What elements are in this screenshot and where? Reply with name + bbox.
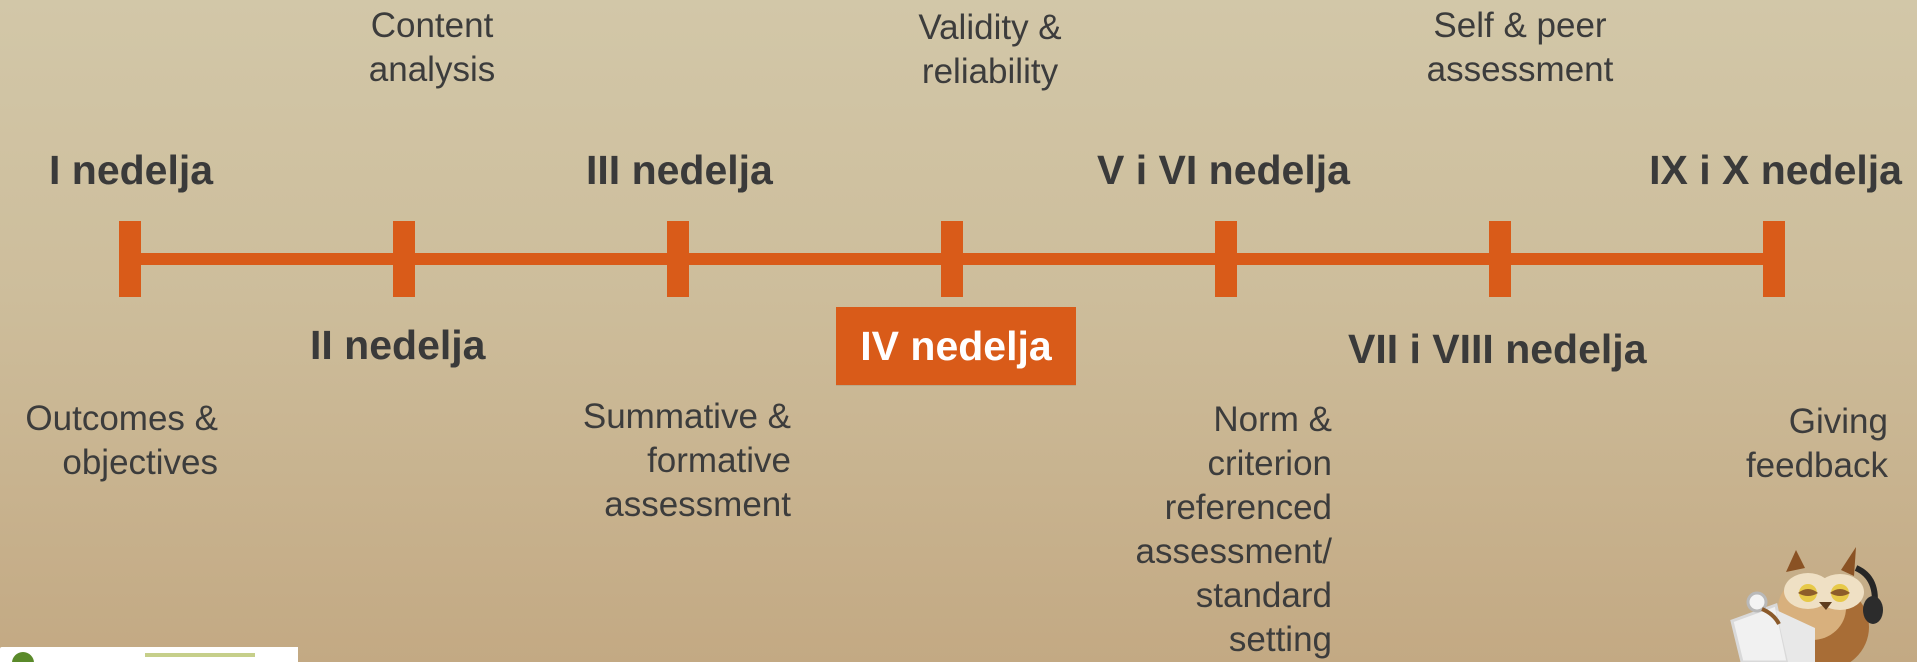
topic-self-peer-assessment: Self & peer assessment xyxy=(1426,6,1614,89)
week-3-label: III nedelja xyxy=(586,147,773,193)
topic-norm-criterion: Norm & criterion referenced assessment/ … xyxy=(1135,400,1332,659)
topic-giving-feedback: Giving feedback xyxy=(1745,402,1888,485)
week-9-10-label: IX i X nedelja xyxy=(1649,147,1902,193)
topic-content-analysis: Content analysis xyxy=(368,6,496,89)
week-2-label: II nedelja xyxy=(310,322,486,368)
timeline-tick-7 xyxy=(1763,221,1785,297)
topic-summative-formative: Summative & formative assessment xyxy=(582,397,791,524)
timeline-tick-5 xyxy=(1215,221,1237,297)
timeline-tick-6 xyxy=(1489,221,1511,297)
owl-with-headphones-laptop-icon xyxy=(1704,532,1894,662)
week-1-label: I nedelja xyxy=(49,147,214,193)
current-week-badge: IV nedelja xyxy=(836,307,1076,385)
topic-validity-reliability: Validity & reliability xyxy=(918,8,1062,91)
topic-outcomes-objectives: Outcomes & objectives xyxy=(25,399,218,482)
timeline-tick-2 xyxy=(393,221,415,297)
week-5-6-label: V i VI nedelja xyxy=(1097,147,1350,193)
institution-logo xyxy=(0,647,298,662)
timeline-tick-1 xyxy=(119,221,141,297)
timeline-tick-3 xyxy=(667,221,689,297)
week-7-8-label: VII i VIII nedelja xyxy=(1348,326,1647,372)
timeline-tick-4 xyxy=(941,221,963,297)
